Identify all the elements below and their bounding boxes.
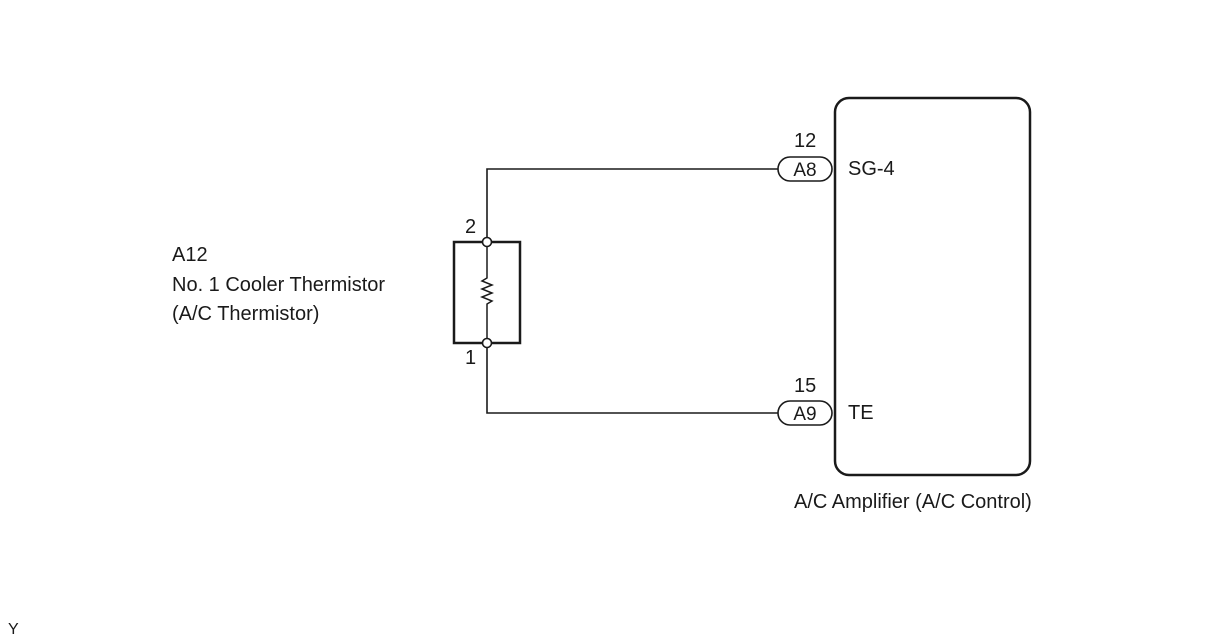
corner-mark: Y bbox=[8, 621, 19, 638]
amplifier-name: A/C Amplifier (A/C Control) bbox=[794, 491, 1032, 513]
signal-te: TE bbox=[848, 402, 874, 424]
thermistor-name: No. 1 Cooler Thermistor bbox=[172, 274, 386, 296]
wire-te bbox=[486, 343, 778, 414]
connector-a9-label: A9 bbox=[793, 404, 816, 425]
thermistor-alias: (A/C Thermistor) bbox=[172, 303, 320, 325]
amplifier-pin-15: 15 bbox=[794, 375, 817, 397]
pin-2-terminal bbox=[481, 236, 493, 248]
connector-a9 bbox=[777, 400, 833, 426]
pin-1-terminal bbox=[481, 337, 493, 349]
resistor-symbol bbox=[479, 247, 495, 338]
signal-sg4: SG-4 bbox=[848, 158, 895, 180]
connector-a8-label: A8 bbox=[793, 160, 816, 181]
thermistor-pin-2: 2 bbox=[465, 216, 477, 238]
connector-a8 bbox=[777, 156, 833, 182]
amplifier-box bbox=[833, 96, 1032, 477]
amplifier-pin-12: 12 bbox=[794, 130, 817, 152]
thermistor-pin-1: 1 bbox=[465, 347, 477, 369]
wire-sg4 bbox=[486, 168, 778, 242]
thermistor-code: A12 bbox=[172, 244, 208, 266]
